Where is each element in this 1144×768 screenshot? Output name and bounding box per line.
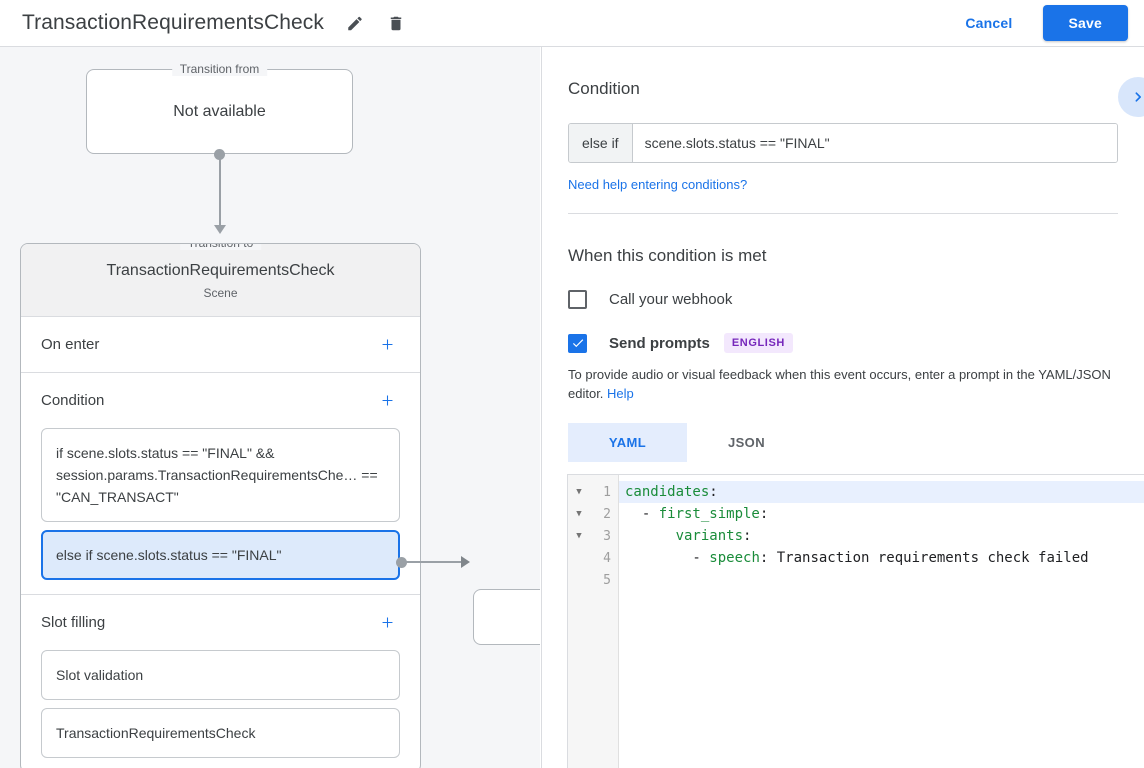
transition-to-legend: Transition to <box>179 244 262 250</box>
gutter-row: 4 <box>568 547 618 569</box>
panel-when-met-section: When this condition is met Call your web… <box>542 214 1144 462</box>
fold-triangle-icon[interactable]: ▼ <box>576 531 582 541</box>
fold-triangle-icon[interactable]: ▼ <box>576 509 582 519</box>
panel-divider <box>568 213 1118 214</box>
section-header-on-enter: On enter <box>41 317 400 372</box>
scene-card: Transition to TransactionRequirementsChe… <box>20 243 421 768</box>
yaml-text: : <box>709 484 718 500</box>
editor-code-area[interactable]: candidates: - first_simple: variants: - … <box>619 475 1144 768</box>
scene-title: TransactionRequirementsCheck <box>106 262 335 279</box>
yaml-key: candidates <box>625 484 710 500</box>
prompts-help-link[interactable]: Help <box>607 386 634 401</box>
section-label-on-enter: On enter <box>41 336 100 353</box>
line-number: 4 <box>603 550 611 566</box>
line-number: 2 <box>603 506 611 522</box>
scene-section-slot-filling: Slot filling Slot validation Transaction… <box>21 595 420 758</box>
save-button[interactable]: Save <box>1042 5 1128 41</box>
connector-line-vertical <box>219 154 221 227</box>
add-on-enter-button[interactable] <box>374 332 400 358</box>
add-condition-button[interactable] <box>374 388 400 414</box>
plus-icon <box>382 395 392 406</box>
gutter-row: ▼2 <box>568 503 618 525</box>
transition-from-legend: Transition from <box>171 62 268 76</box>
panel-condition-section: Condition else if scene.slots.status == … <box>542 47 1144 214</box>
condition-chip-else-if[interactable]: else if scene.slots.status == "FINAL" <box>41 530 400 580</box>
section-header-slot-filling: Slot filling <box>41 595 400 650</box>
slot-chip-transaction-requirements-check[interactable]: TransactionRequirementsCheck <box>41 708 400 758</box>
connector-arrowhead-down <box>214 225 226 234</box>
yaml-text: : <box>743 528 752 544</box>
flow-canvas[interactable]: Transition from Not available Transition… <box>0 47 540 768</box>
yaml-text: : Transaction requirements check failed <box>759 550 1089 566</box>
prompts-hint: To provide audio or visual feedback when… <box>568 365 1118 403</box>
call-webhook-checkbox[interactable] <box>568 290 587 309</box>
edit-button[interactable] <box>340 8 370 38</box>
header-actions: Cancel Save <box>951 5 1144 41</box>
yaml-key: variants <box>675 528 744 544</box>
collapse-panel-button[interactable] <box>1118 77 1144 117</box>
yaml-text: - <box>625 550 710 566</box>
code-line[interactable]: - speech: Transaction requirements check… <box>619 547 1144 569</box>
yaml-key: speech <box>709 550 760 566</box>
pencil-icon <box>348 16 362 30</box>
code-line[interactable] <box>619 569 1144 591</box>
code-line[interactable]: - first_simple: <box>619 503 1144 525</box>
send-prompts-row[interactable]: Send prompts ENGLISH <box>568 333 1118 353</box>
send-prompts-checkbox[interactable] <box>568 333 587 353</box>
cancel-button[interactable]: Cancel <box>951 6 1026 40</box>
scene-section-on-enter: On enter <box>21 317 420 373</box>
section-header-condition: Condition <box>41 373 400 428</box>
line-number: 3 <box>603 528 611 544</box>
tab-yaml[interactable]: YAML <box>568 423 687 462</box>
yaml-text <box>625 528 676 544</box>
condition-input-group[interactable]: else if scene.slots.status == "FINAL" <box>568 123 1118 163</box>
yaml-text: : <box>759 506 769 522</box>
code-line[interactable]: variants: <box>619 525 1144 547</box>
gutter-row: 5 <box>568 569 618 591</box>
check-icon <box>572 339 583 348</box>
scene-card-header[interactable]: TransactionRequirementsCheck Scene <box>21 244 420 317</box>
when-met-heading: When this condition is met <box>568 246 767 265</box>
connector-line-horizontal <box>401 561 463 563</box>
webhook-row[interactable]: Call your webhook <box>568 290 1118 309</box>
delete-button[interactable] <box>381 8 411 38</box>
yaml-key: first_simple <box>658 506 760 522</box>
plus-icon <box>382 617 392 628</box>
condition-heading: Condition <box>568 79 640 98</box>
language-badge: ENGLISH <box>723 333 793 353</box>
prompts-hint-text: To provide audio or visual feedback when… <box>568 367 1111 401</box>
condition-prefix-label: else if <box>569 124 633 162</box>
transition-from-node[interactable]: Transition from Not available <box>86 62 353 154</box>
gutter-row: ▼3 <box>568 525 618 547</box>
send-prompts-label: Send prompts <box>609 334 710 352</box>
condition-expression-input[interactable]: scene.slots.status == "FINAL" <box>632 124 1117 162</box>
editor-format-tabs: YAML JSON <box>568 423 1118 462</box>
scene-section-condition: Condition if scene.slots.status == "FINA… <box>21 373 420 595</box>
scene-subtitle: Scene <box>203 286 238 300</box>
chevron-right-icon <box>1135 92 1141 102</box>
code-line[interactable]: candidates: <box>619 481 1144 503</box>
fold-triangle-icon[interactable]: ▼ <box>576 487 582 497</box>
connector-arrowhead-right <box>461 556 470 568</box>
trash-icon <box>390 16 402 30</box>
section-label-condition: Condition <box>41 392 105 409</box>
condition-help-link[interactable]: Need help entering conditions? <box>568 177 748 192</box>
gutter-row: ▼1 <box>568 481 618 503</box>
add-slot-filling-button[interactable] <box>374 610 400 636</box>
app-header: TransactionRequirementsCheck Cancel Save <box>0 0 1144 47</box>
condition-chip-if[interactable]: if scene.slots.status == "FINAL" && sess… <box>41 428 400 522</box>
page-title: TransactionRequirementsCheck <box>22 11 324 34</box>
call-webhook-label: Call your webhook <box>609 291 733 308</box>
line-number: 5 <box>603 572 611 588</box>
line-number: 1 <box>603 484 611 500</box>
target-node[interactable] <box>473 589 540 645</box>
plus-icon <box>382 339 392 350</box>
yaml-text: - <box>625 506 659 522</box>
transition-from-value: Not available <box>173 102 266 120</box>
section-label-slot-filling: Slot filling <box>41 614 106 631</box>
slot-chip-slot-validation[interactable]: Slot validation <box>41 650 400 700</box>
tab-json[interactable]: JSON <box>727 435 765 450</box>
